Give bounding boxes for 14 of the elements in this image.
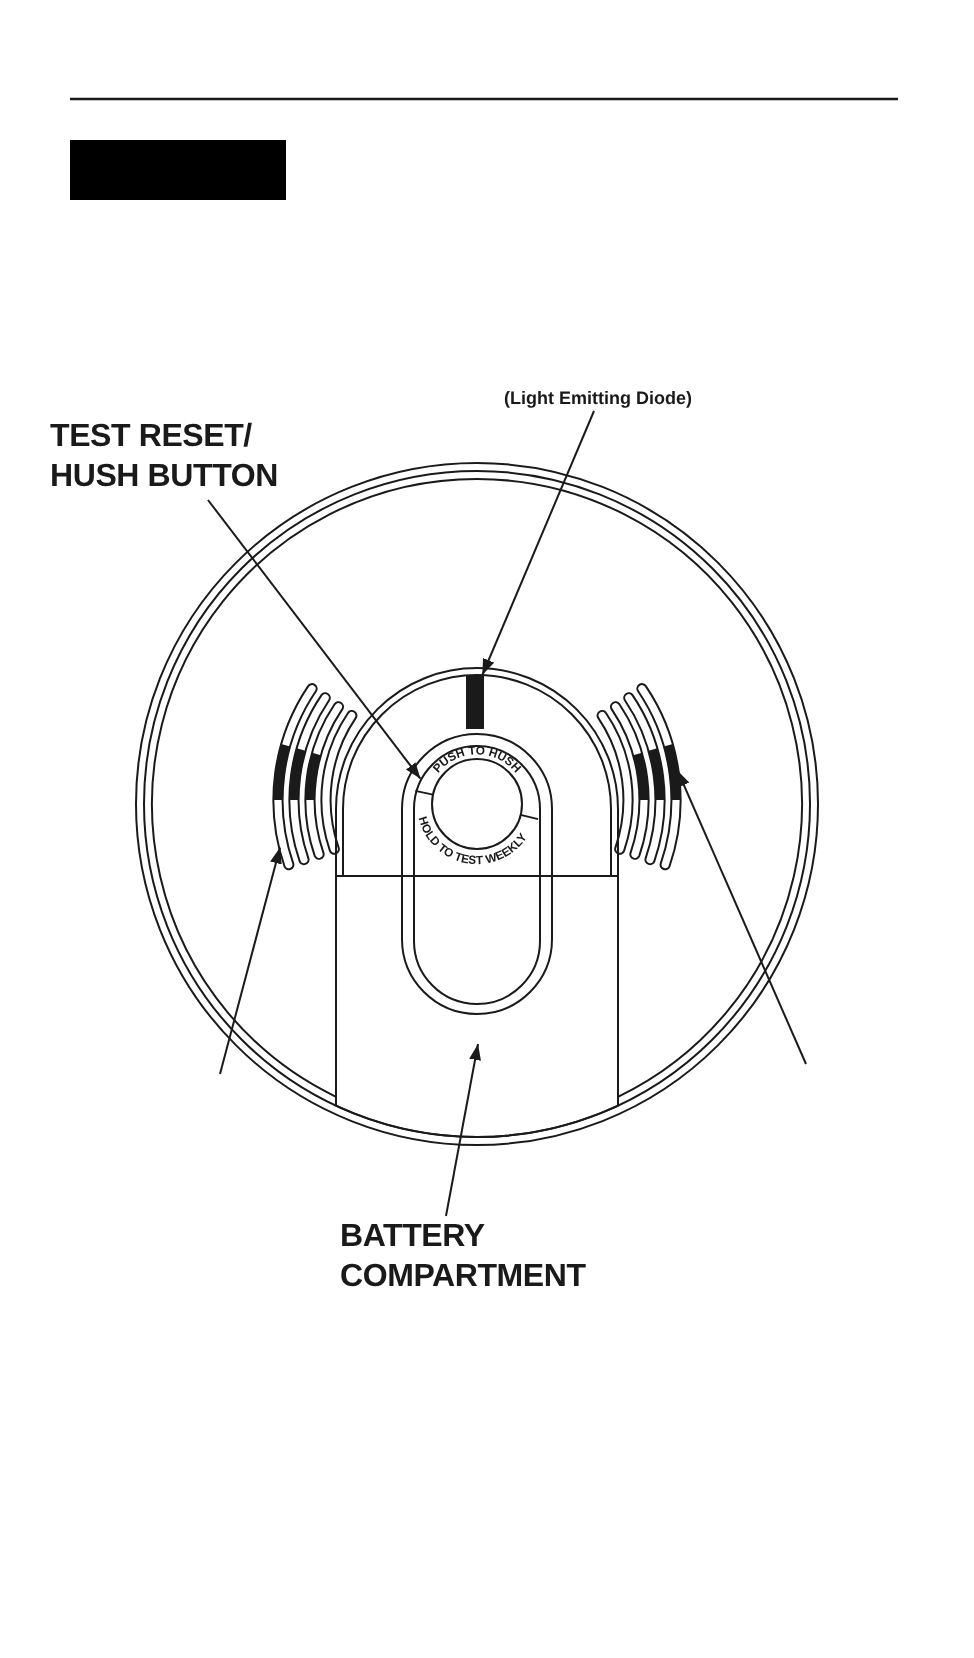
leader-line [481, 410, 595, 676]
leader-line [445, 1043, 481, 1217]
callout-label: BATTERY COMPARTMENT [340, 1218, 588, 1298]
battery-door [335, 875, 619, 1138]
sound-grille [272, 683, 358, 871]
sound-grille [596, 683, 682, 871]
callout-label: (Light Emitting Diode) [504, 387, 694, 409]
test-button [414, 746, 539, 869]
heading-bar [70, 140, 286, 200]
leader-line [676, 769, 807, 1065]
leader-line [207, 499, 422, 780]
callout-label: TEST RESET/ HUSH BUTTON [50, 418, 280, 498]
led-indicator [466, 675, 484, 729]
leader-line [219, 846, 282, 1075]
